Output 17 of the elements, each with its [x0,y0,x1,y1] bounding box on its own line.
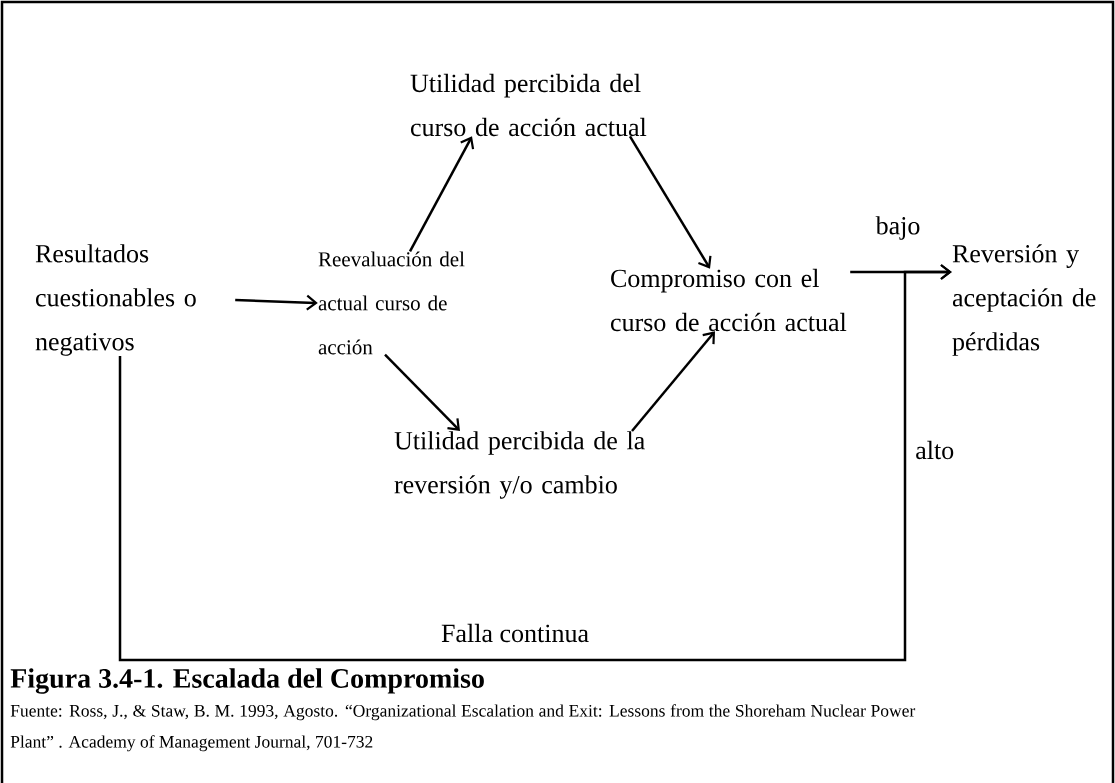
branch-label: alto [916,440,954,460]
node-text: Resultados cuestionables o negativos [35,244,196,356]
node-text: Reevaluación del actual curso de acción [318,251,465,355]
source-note: Fuente: Ross, J., & Staw, B. M. 1993, Agosto. “Organizational Escalation and Exit: Lessons from the Shoreham Nuclear Power Plant” . Academy of Management Journal, 701-732 [10,704,916,752]
node-text: Utilidad percibida del curso de acción actual [410,73,647,137]
arrow [118,264,952,662]
caption: Figura 3.4-1. Escalada del Compromiso [10,668,484,694]
node-text: Reversión y aceptación de pérdidas [952,244,1096,356]
edge-label: bajo [874,215,922,241]
arrow [628,135,712,269]
edge-label: Falla continua [440,622,590,644]
arrow [384,353,460,431]
node-text: Compromiso con el curso de acción actual [611,268,847,332]
node-text: Utilidad percibida de la reversión y/o cambio [394,431,645,499]
arrow [631,331,715,432]
arrow [408,136,475,252]
arrow [235,294,318,311]
